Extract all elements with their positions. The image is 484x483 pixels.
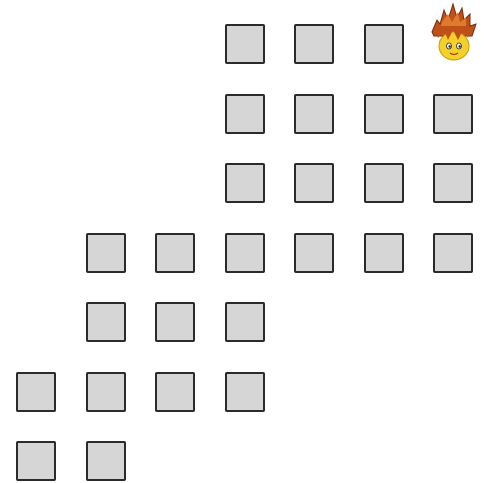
floor-tile[interactable] <box>433 163 473 203</box>
floor-tile[interactable] <box>16 441 56 481</box>
floor-tile[interactable] <box>86 372 126 412</box>
floor-tile[interactable] <box>294 163 334 203</box>
floor-tile[interactable] <box>225 94 265 134</box>
floor-tile[interactable] <box>155 372 195 412</box>
floor-tile[interactable] <box>364 233 404 273</box>
floor-tile[interactable] <box>225 372 265 412</box>
floor-tile[interactable] <box>364 94 404 134</box>
floor-tile[interactable] <box>16 372 56 412</box>
floor-tile[interactable] <box>225 233 265 273</box>
floor-tile[interactable] <box>433 94 473 134</box>
floor-tile[interactable] <box>364 24 404 64</box>
floor-tile[interactable] <box>364 163 404 203</box>
floor-tile[interactable] <box>294 233 334 273</box>
floor-tile[interactable] <box>155 302 195 342</box>
floor-tile[interactable] <box>433 233 473 273</box>
floor-tile[interactable] <box>225 163 265 203</box>
floor-tile[interactable] <box>225 24 265 64</box>
floor-tile[interactable] <box>86 233 126 273</box>
floor-tile[interactable] <box>294 24 334 64</box>
player-character-icon[interactable] <box>428 2 478 68</box>
floor-tile[interactable] <box>225 302 265 342</box>
floor-tile[interactable] <box>86 302 126 342</box>
floor-tile[interactable] <box>294 94 334 134</box>
floor-tile[interactable] <box>155 233 195 273</box>
floor-tile[interactable] <box>86 441 126 481</box>
